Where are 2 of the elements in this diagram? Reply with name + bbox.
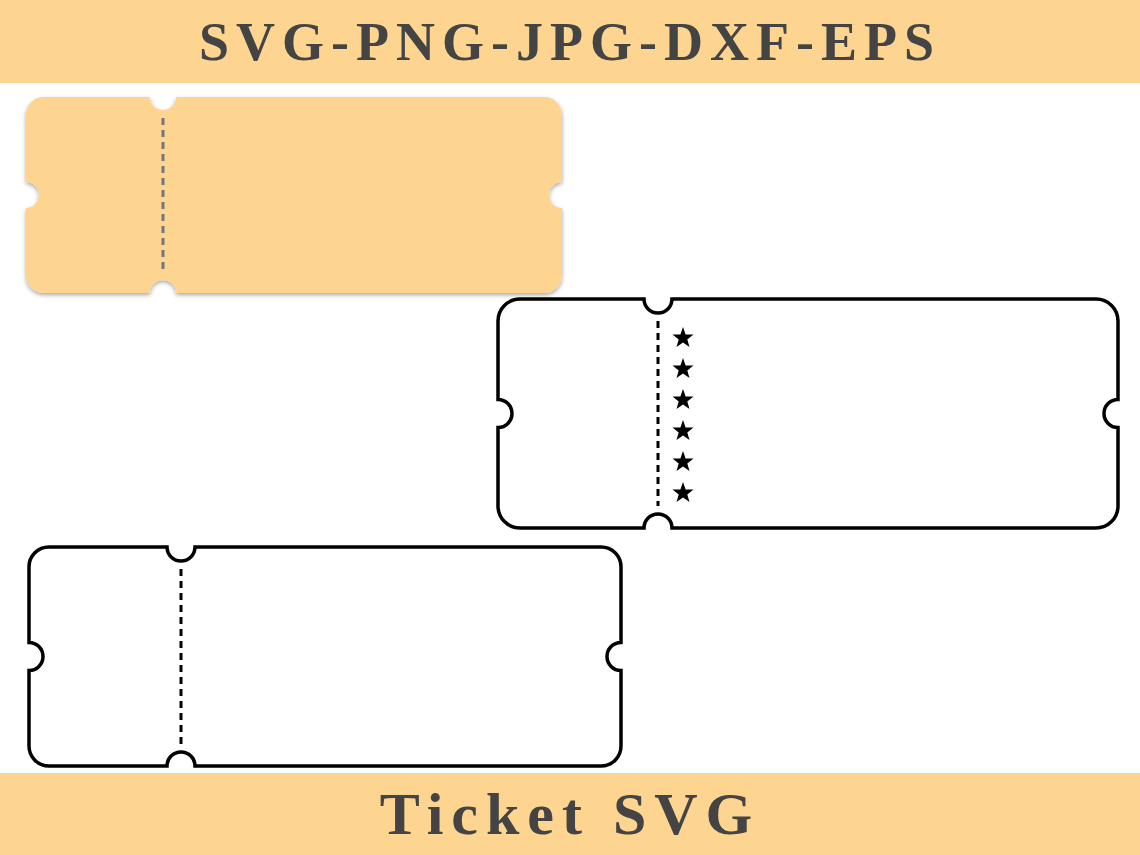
caption: Ticket SVG: [379, 779, 761, 849]
title: SVG-PNG-JPG-DXF-EPS: [199, 10, 941, 73]
